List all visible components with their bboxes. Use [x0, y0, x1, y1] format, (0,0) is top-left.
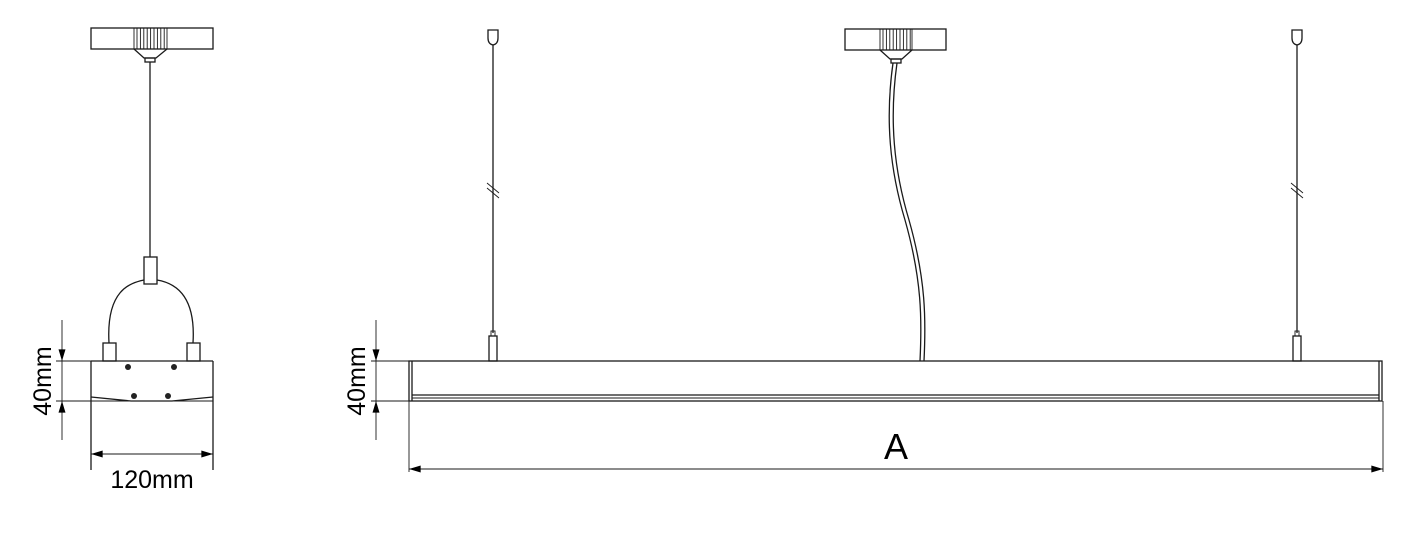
side-width-label: 120mm: [110, 466, 193, 494]
side-height-label: 40mm: [29, 346, 57, 415]
suspension-hanger-1: [486, 29, 500, 362]
canopy-ribs: [133, 27, 168, 50]
linear-profile-body: [408, 360, 1383, 402]
mount-right: [186, 342, 201, 362]
length-dimension: A: [408, 401, 1384, 473]
center-canopy: [844, 28, 947, 64]
mount-left: [102, 342, 117, 362]
front-height-label: 40mm: [343, 346, 371, 415]
power-cable: [888, 62, 926, 362]
suspension-hanger-2: [1290, 29, 1304, 362]
height-dimension: 40mm: [29, 320, 91, 440]
ceiling-canopy: [90, 27, 214, 63]
length-label: A: [884, 426, 908, 467]
side-view: 40mm 120mm: [29, 27, 214, 494]
front-view: 40mm A: [343, 28, 1384, 473]
height-dimension-front: 40mm: [343, 320, 409, 440]
canopy-ribs: [879, 28, 913, 51]
width-dimension: 120mm: [90, 450, 213, 494]
y-wire: [108, 279, 194, 344]
wire-connector: [143, 256, 158, 285]
